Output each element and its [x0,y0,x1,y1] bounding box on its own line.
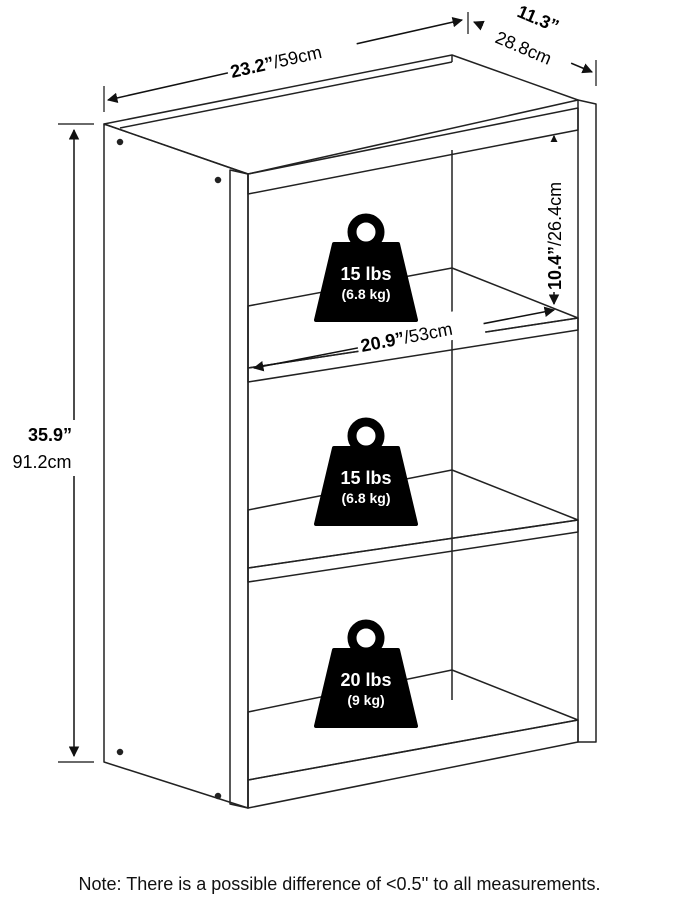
shelf-height-dimension: 10.4”/26.4cm [542,134,568,306]
height-dimension: 35.9” 91.2cm [2,123,94,763]
screw-hole [214,176,222,184]
shelf-height-imperial: 10.4” [545,246,565,290]
weight-icon: 15 lbs (6.8 kg) [314,417,418,526]
height-imperial: 35.9” [28,425,72,445]
weight-icon: 20 lbs (9 kg) [314,619,418,728]
screw-hole [214,792,222,800]
weight-icon: 15 lbs (6.8 kg) [314,213,418,322]
top-front-edge [247,107,579,195]
weight-label-lbs: 20 lbs [340,670,391,690]
depth-dimension: 11.3” 28.8cm [473,1,597,86]
height-metric: 91.2cm [12,452,71,472]
left-side-panel [103,123,249,809]
width-dimension: 23.2”/59cm [103,12,469,112]
front-left-post [229,169,249,809]
screw-hole [116,138,124,146]
weight-label-lbs: 15 lbs [340,468,391,488]
shelf-width-dimension: 20.9”/53cm [252,306,556,372]
right-side-panel [577,99,597,743]
shelf-height-metric: /26.4cm [545,182,565,246]
screw-hole [116,748,124,756]
weight-label-kg: (9 kg) [347,692,384,708]
weight-label-kg: (6.8 kg) [341,286,390,302]
svg-text:10.4”/26.4cm: 10.4”/26.4cm [545,182,565,290]
weight-label-kg: (6.8 kg) [341,490,390,506]
measurement-note: Note: There is a possible difference of … [78,874,601,894]
weight-label-lbs: 15 lbs [340,264,391,284]
